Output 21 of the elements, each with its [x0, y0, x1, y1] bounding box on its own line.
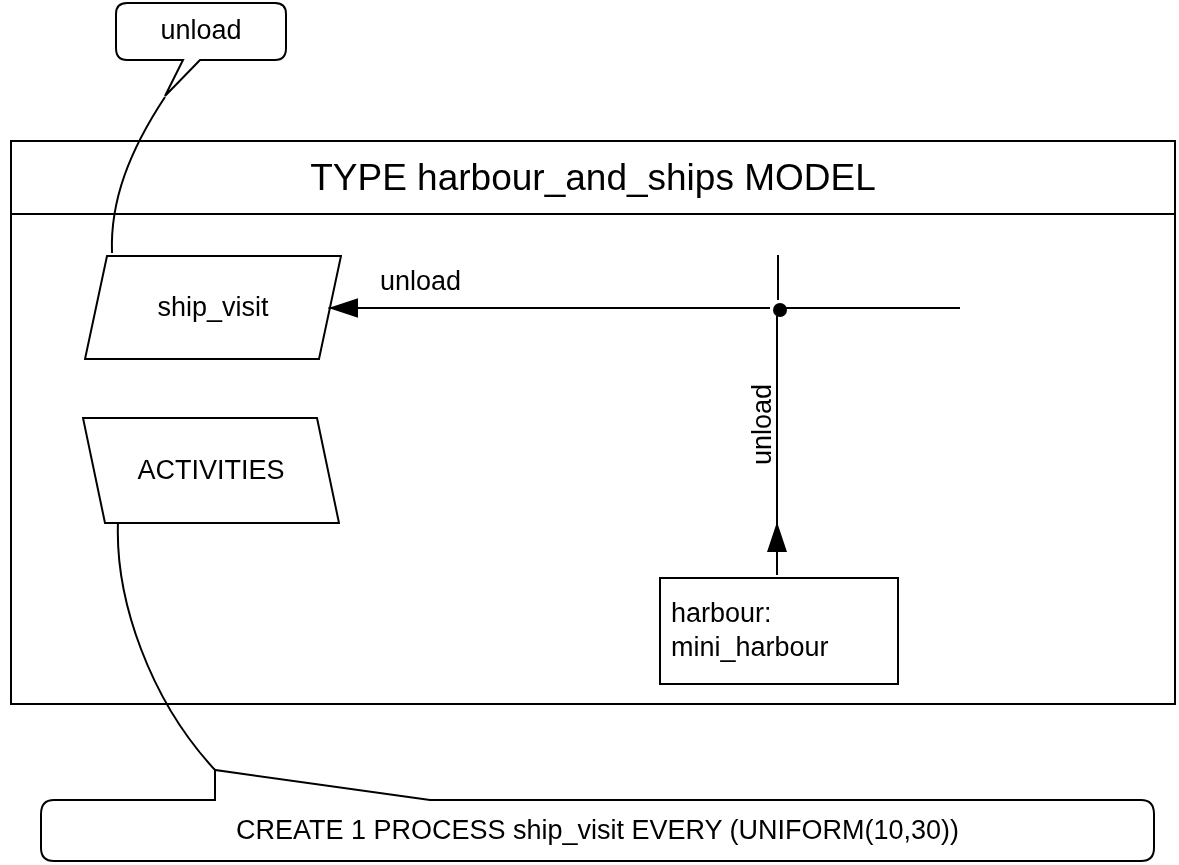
node-label: ship_visit [157, 290, 269, 324]
arrow [767, 315, 787, 576]
node-label: CREATE 1 PROCESS ship_visit EVERY (UNIFORM(10,30)) [235, 814, 960, 848]
junction-dot [772, 302, 788, 318]
connector-line [777, 254, 779, 301]
node-label: unload [160, 14, 242, 48]
edge-label: unload [749, 383, 776, 465]
node-label: ACTIVITIES [137, 453, 285, 487]
model-frame [10, 140, 1176, 705]
speech-bubble [40, 768, 1155, 862]
leader-line [110, 96, 166, 254]
process-box [659, 577, 899, 685]
connector-line [785, 307, 961, 309]
edge-label: unload [380, 268, 462, 295]
arrow [327, 298, 771, 318]
leader-line [117, 521, 216, 771]
speech-bubble [115, 2, 287, 97]
node-label: harbour: mini_harbour [671, 597, 830, 664]
model-title: TYPE harbour_and_ships MODEL [310, 155, 876, 200]
parallelogram-box [84, 255, 342, 360]
parallelogram-box [82, 417, 340, 524]
